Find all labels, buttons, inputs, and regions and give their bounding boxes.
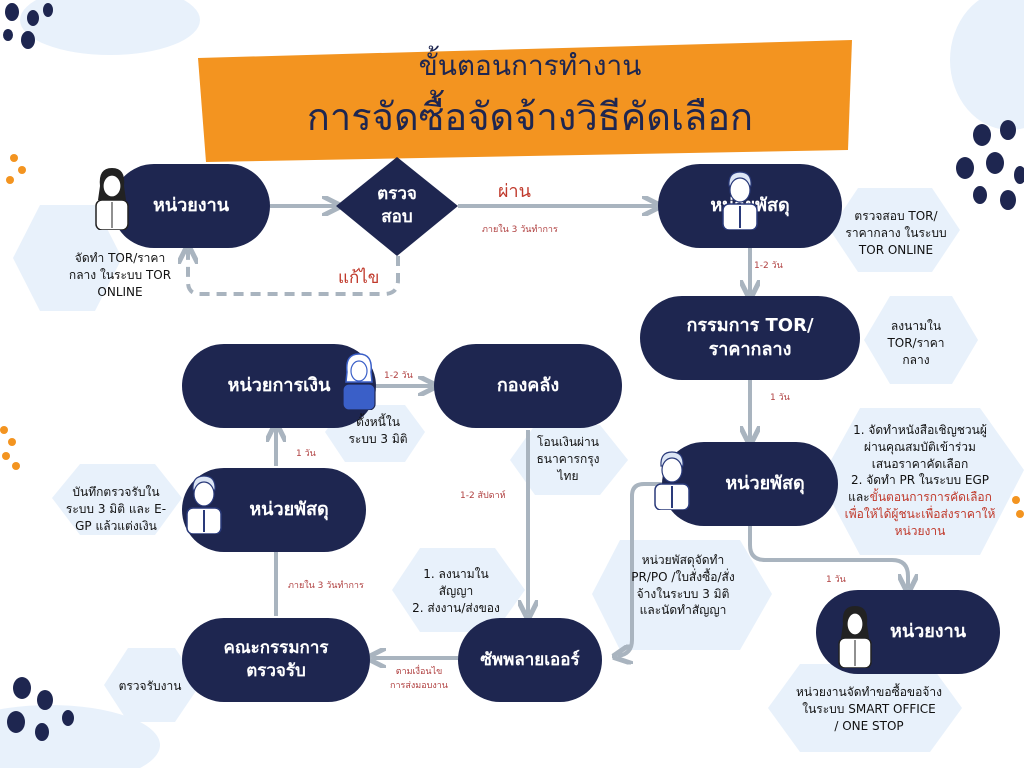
man-avatar-icon	[186, 475, 222, 534]
arrow-supply-to-unit	[748, 526, 908, 588]
hex-shape	[392, 548, 525, 632]
arrow-fix-loop	[188, 250, 400, 296]
title-line-1: ขั้นตอนการทำงาน	[418, 49, 642, 82]
duration-label: 1 วัน	[770, 393, 790, 403]
duration-label: 1-2 วัน	[754, 261, 783, 271]
duration-label: 1-2 วัน	[384, 371, 413, 381]
duration-label: 1 วัน	[826, 575, 846, 585]
hex-shape	[864, 296, 978, 384]
treasury-note: โอนเงินผ่าน ธนาคารกรุง ไทย	[536, 435, 600, 483]
supply-pr-note: หน่วยพัสดุจัดทำ PR/PO /ใบสั่งซื้อ/สั่ง จ…	[631, 553, 735, 618]
supply-mid-node: หน่วยพัสดุ	[662, 442, 838, 526]
unit-top-note: จัดทำ TOR/ราคา กลาง ในระบบ TOR ONLINE	[68, 251, 172, 299]
duration-label: 1 วัน	[296, 449, 316, 459]
hex-shape	[768, 664, 962, 752]
hex-shape	[52, 464, 182, 535]
title-line-2: การจัดซื้อจัดจ้างวิธีคัดเลือก	[306, 95, 754, 139]
pass-label: ผ่าน	[498, 181, 531, 202]
finance-label: หน่วยการเงิน	[227, 374, 331, 396]
check-node: ตรวจ สอบ	[377, 184, 417, 227]
supply-top-note: ตรวจสอบ TOR/ ราคากลาง ในระบบ TOR ONLINE	[845, 209, 947, 257]
delivery-condition-label: ตามเงื่อนไข การส่งมอบงาน	[390, 667, 448, 691]
hex-shape	[510, 425, 628, 495]
treasury-node: กองคลัง	[434, 344, 622, 428]
arrow-supply-to-supplier	[618, 482, 662, 656]
unit-top-node: หน่วยงาน	[112, 164, 270, 248]
duration-label: 1-2 สัปดาห์	[460, 491, 506, 501]
woman-avatar-icon	[342, 353, 376, 410]
unit-top-label: หน่วยงาน	[152, 194, 230, 216]
supply-mid-note-text: 1. จัดทำหนังสือเชิญชวนผู้ ผ่านคุณสมบัติเ…	[848, 423, 990, 505]
supplier-label: ซัพพลายเออร์	[480, 649, 580, 670]
supplier-node: ซัพพลายเออร์	[458, 618, 602, 702]
finance-note: ตั้งหนี้ใน ระบบ 3 มิติ	[348, 415, 408, 446]
man-avatar-icon	[722, 171, 758, 230]
unit-bottom-label: หน่วยงาน	[889, 620, 967, 642]
committee-note: ลงนามใน TOR/ราคา กลาง	[887, 319, 945, 367]
finance-node: หน่วยการเงิน	[182, 344, 376, 428]
receive-committee-node: คณะกรรมการ ตรวจรับ	[182, 618, 370, 702]
hex-shape	[820, 408, 1024, 555]
hex-shape	[592, 540, 772, 650]
treasury-label: กองคลัง	[496, 374, 560, 396]
supply-left-note: บันทึกตรวจรับใน ระบบ 3 มิติ และ E- GP แล…	[65, 485, 167, 533]
hex-shape	[13, 205, 122, 311]
supply-left-label: หน่วยพัสดุ	[249, 498, 329, 520]
supply-mid-label: หน่วยพัสดุ	[725, 472, 805, 494]
fix-label: แก้ไข	[338, 268, 380, 288]
duration-label: ภายใน 3 วันทำการ	[288, 581, 364, 591]
supply-mid-note-red-text: ขั้นตอนการการคัดเลือก เพื่อให้ได้ผู้ชนะเ…	[844, 490, 996, 538]
within-3-days-label: ภายใน 3 วันทำการ	[482, 225, 558, 235]
committee-tor-node: กรรมการ TOR/ ราคากลาง	[640, 296, 860, 380]
supply-mid-note: 1. จัดทำหนังสือเชิญชวนผู้ ผ่านคุณสมบัติเ…	[820, 422, 1020, 540]
hex-shape	[830, 188, 960, 272]
unit-bottom-note: หน่วยงานจัดทำขอซื้อขอจ้าง ในระบบ SMART O…	[796, 685, 942, 733]
contract-note: 1. ลงนามใน สัญญา 2. ส่งงาน/ส่งของ	[412, 567, 500, 615]
receive-note: ตรวจรับงาน	[118, 679, 182, 693]
woman-avatar-icon	[95, 168, 129, 230]
man-avatar-icon	[654, 451, 690, 510]
woman-avatar-icon	[838, 606, 872, 668]
hex-shape	[104, 648, 200, 722]
